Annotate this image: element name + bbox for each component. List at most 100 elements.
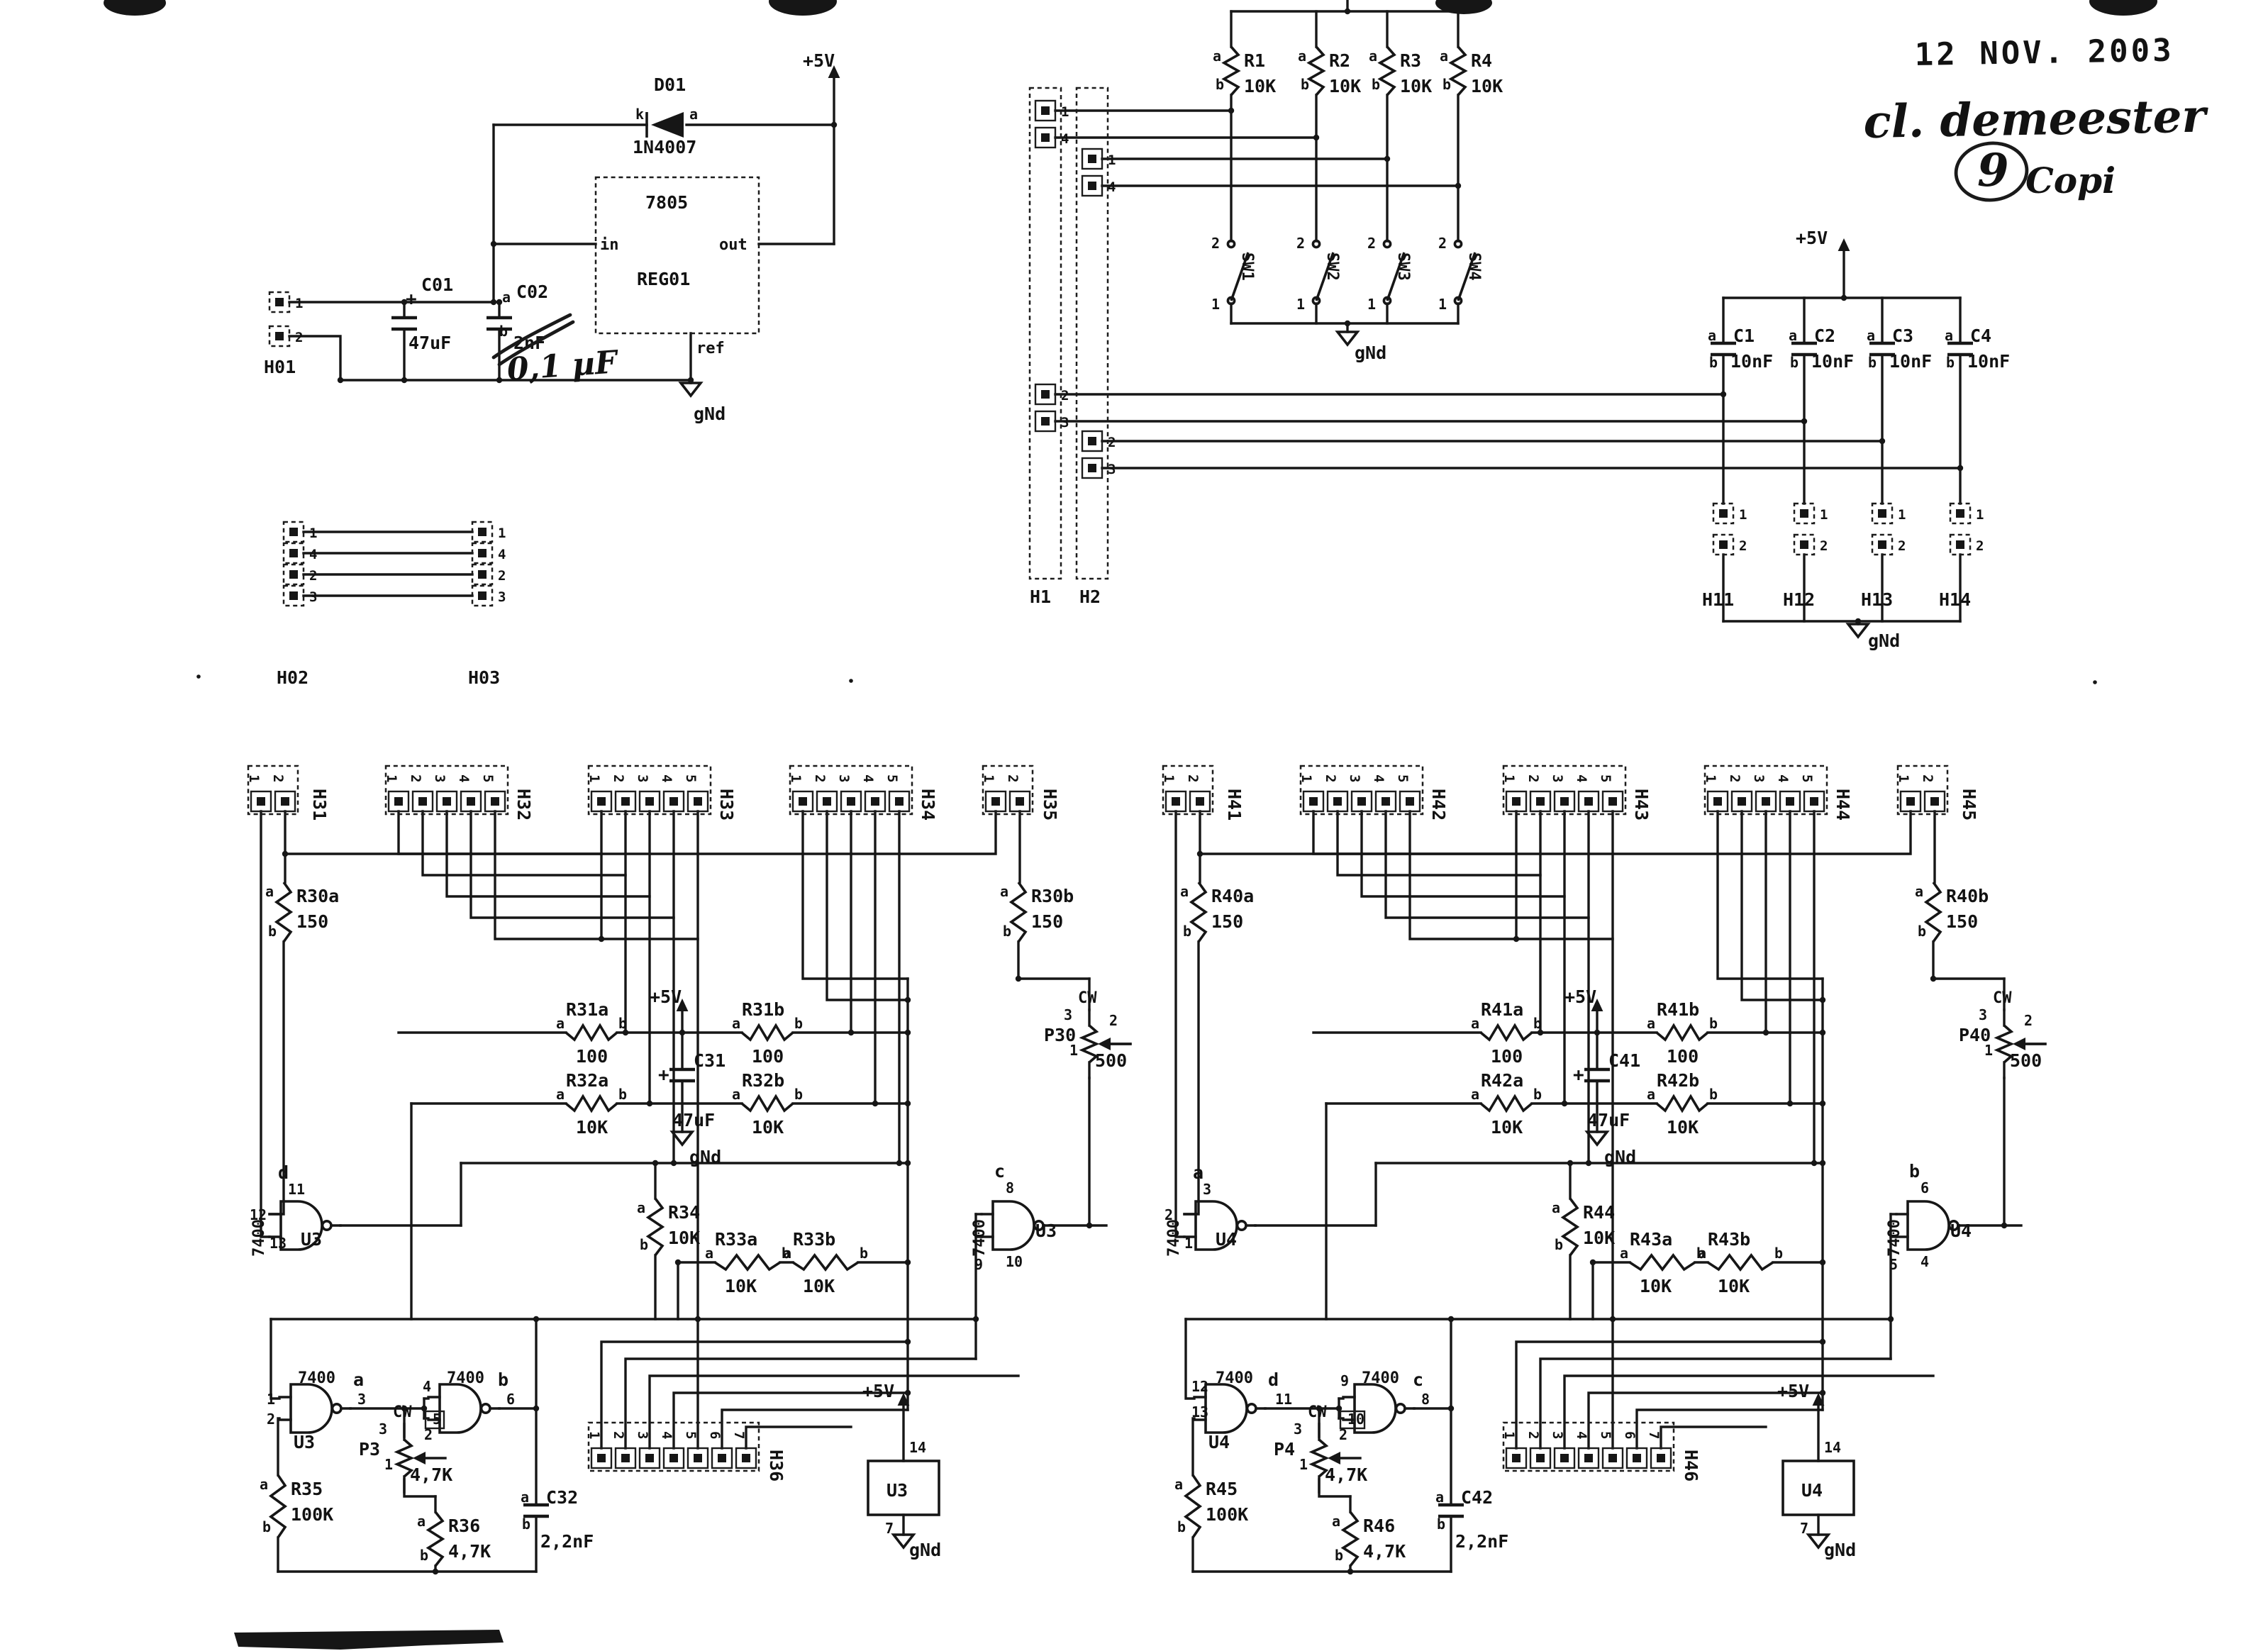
label-u4b-sec: b xyxy=(1909,1161,1920,1182)
junction-dot xyxy=(670,1160,677,1167)
label-P4-pin-3: 3 xyxy=(1294,1421,1302,1438)
vcc-arrow xyxy=(1591,999,1603,1011)
pin-center xyxy=(1560,1454,1569,1462)
label-pin-H1-1: 1 xyxy=(1061,104,1069,120)
label-P40-cw: CW xyxy=(1993,989,2012,1007)
switch-arm xyxy=(1457,252,1477,301)
label-P40-value: 500 xyxy=(2010,1050,2042,1071)
label-R33a-pin-a: a xyxy=(705,1245,713,1262)
label-R42a-value: 10K xyxy=(1491,1117,1523,1138)
ground-symbol xyxy=(1584,1130,1610,1147)
pin-pad xyxy=(268,325,291,348)
pin-pad xyxy=(282,521,305,543)
junction-dot xyxy=(904,996,911,1004)
label-pin-H41-1: 1 xyxy=(1161,774,1177,782)
junction-dot xyxy=(1347,1568,1354,1575)
capacitor-plates xyxy=(1791,341,1817,357)
label-connector-name-H42: H42 xyxy=(1428,789,1449,821)
label-pin-H2-3: 3 xyxy=(1108,462,1116,477)
wire xyxy=(1716,810,1824,980)
label-u4c-in2: 10 xyxy=(1347,1411,1364,1428)
pin-pad xyxy=(471,521,494,543)
label-pin-H42-5: 5 xyxy=(1395,774,1411,782)
junction-dot xyxy=(1447,1316,1455,1323)
label-C1-pin-b: b xyxy=(1709,354,1718,371)
label-pin-H32-2: 2 xyxy=(408,774,423,782)
label-connector-name-H03: H03 xyxy=(468,667,500,688)
label-u3-pin14: 14 xyxy=(909,1439,926,1456)
pin-center xyxy=(1762,797,1770,806)
pin-center xyxy=(823,797,831,806)
pin-center xyxy=(847,797,855,806)
label-R32b-name: R32b xyxy=(742,1070,784,1091)
pin-center xyxy=(467,797,475,806)
label-pin-H32-5: 5 xyxy=(480,774,496,782)
wire xyxy=(1515,1340,1824,1450)
pin-number-box xyxy=(424,1410,445,1430)
nand-body xyxy=(438,1383,482,1434)
wire xyxy=(1587,1391,1824,1450)
label-R41a-value: 100 xyxy=(1491,1046,1523,1067)
label-R1-pin-b: b xyxy=(1216,76,1224,93)
junction-dot xyxy=(904,1029,911,1036)
nand-bubble xyxy=(1245,1403,1257,1415)
wires-oscillator-left xyxy=(260,810,1132,1573)
scan-blob xyxy=(2089,0,2157,16)
label-vcc-c31: +5V xyxy=(650,986,682,1007)
label-C31-name: C31 xyxy=(694,1050,726,1071)
label-u3a-ref: U3 xyxy=(294,1432,315,1452)
label-pin-H2-1: 1 xyxy=(1108,152,1116,168)
label-gnd-u4: gNd xyxy=(1824,1540,1856,1560)
pin-center xyxy=(478,528,487,536)
resistor-zigzag xyxy=(1008,881,1028,943)
nand-pins xyxy=(1895,1213,1969,1238)
label-pin-H36-4: 4 xyxy=(659,1431,674,1439)
label-pin-H33-5: 5 xyxy=(683,774,699,782)
label-pin-H44-5: 5 xyxy=(1799,774,1815,782)
pin-pad xyxy=(1553,790,1576,813)
label-R32b-pin-b: b xyxy=(794,1086,803,1103)
label-R3-name: R3 xyxy=(1400,50,1421,71)
junction-dot xyxy=(1819,1160,1826,1167)
junction-dot xyxy=(1819,1389,1826,1396)
junction-dot xyxy=(1720,391,1727,398)
pin-center xyxy=(742,1454,750,1462)
wire xyxy=(1932,940,2006,980)
junction-dot xyxy=(646,1100,653,1107)
label-reg-type: 7805 xyxy=(645,192,688,213)
resistor-zigzag xyxy=(565,1023,618,1043)
pin-center xyxy=(991,797,1000,806)
capacitor-plates xyxy=(391,316,417,331)
pin-pad xyxy=(1302,790,1325,813)
label-u4a-in2: 1 xyxy=(1184,1235,1193,1252)
pot-zigzag xyxy=(394,1438,415,1478)
pin-center xyxy=(1608,1454,1617,1462)
label-u3d-in2: 13 xyxy=(269,1235,287,1252)
wire xyxy=(826,810,909,1001)
label-u3c-sec: c xyxy=(994,1161,1005,1182)
label-pin-H46-1: 1 xyxy=(1501,1431,1517,1439)
label-pin-H34-3: 3 xyxy=(836,774,852,782)
resistor-zigzag xyxy=(1655,1094,1709,1113)
label-d01-cathode: k xyxy=(635,106,644,123)
resistor-zigzag xyxy=(740,1094,794,1113)
label-vcc-u3: +5V xyxy=(862,1381,894,1401)
label-pin-H36-6: 6 xyxy=(707,1431,723,1439)
label-P30-pin-3: 3 xyxy=(1064,1006,1072,1023)
pin-center xyxy=(443,797,451,806)
label-pin-H2-2: 2 xyxy=(1108,435,1116,450)
pin-center xyxy=(694,1454,702,1462)
nand-pins xyxy=(1183,1213,1257,1238)
label-R42b-value: 10K xyxy=(1667,1117,1699,1138)
connector-outline xyxy=(1162,765,1214,816)
capacitor-plates xyxy=(1869,341,1895,357)
wires-oscillator-right xyxy=(1174,810,2047,1573)
label-R33a-value: 10K xyxy=(725,1276,757,1296)
capacitor-plates xyxy=(1584,1067,1610,1083)
label-R31b-value: 100 xyxy=(752,1046,784,1067)
